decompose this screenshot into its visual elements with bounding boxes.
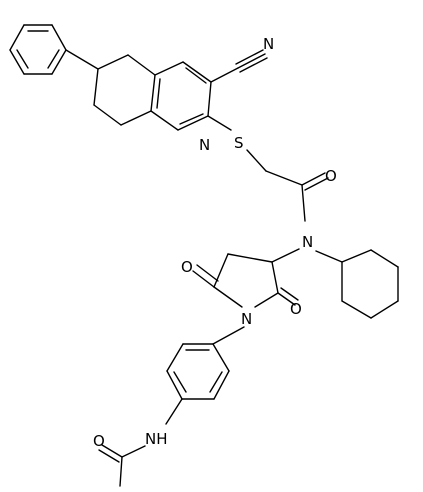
- bond-phenyl-to-ring: [65, 49, 99, 70]
- bond-ring-to-sulfur: [207, 115, 232, 131]
- atom-n-succinimide: N: [241, 310, 252, 328]
- bond-carbonyl-to-amide-n: [301, 184, 306, 222]
- cyclohexyl-ring: [341, 249, 399, 319]
- amide-carbonyl: [301, 172, 329, 191]
- bond-nh-to-carbonyl: [121, 445, 146, 458]
- atom-nh-acetamide: NH: [145, 430, 168, 448]
- atom-o-amide: O: [325, 167, 337, 185]
- phenyl-ring: [9, 24, 67, 75]
- bond-sulfur-to-ch2: [246, 149, 267, 172]
- succinimide-ring: [213, 253, 279, 308]
- cyclohexene-ring: [93, 54, 156, 126]
- atom-o-acetamide: O: [93, 432, 105, 450]
- bond-succinimide-n-to-aryl: [212, 326, 245, 345]
- atom-o-right-carbonyl: O: [290, 300, 302, 318]
- bond-aryl-to-nh: [165, 398, 183, 425]
- phenylene-ring: [166, 343, 230, 400]
- bond-carbonyl-to-methyl: [119, 456, 123, 487]
- pyridine-ring: [150, 61, 212, 131]
- bond-amide-n-to-ring: [271, 248, 300, 263]
- bond-ch2-to-carbonyl: [265, 170, 303, 186]
- atom-n-pyridine: N: [199, 136, 210, 154]
- acetamide-carbonyl: [98, 444, 123, 463]
- atom-s-thioether: S: [234, 134, 244, 152]
- atom-n-amide: N: [302, 233, 313, 251]
- left-carbonyl: [192, 264, 219, 288]
- atom-n-cyano: N: [263, 35, 274, 53]
- nitrile-group: [210, 49, 268, 83]
- bond-amide-n-to-cyclohexyl: [315, 250, 343, 263]
- atom-o-left-carbonyl: O: [181, 258, 193, 276]
- right-carbonyl: [277, 287, 299, 306]
